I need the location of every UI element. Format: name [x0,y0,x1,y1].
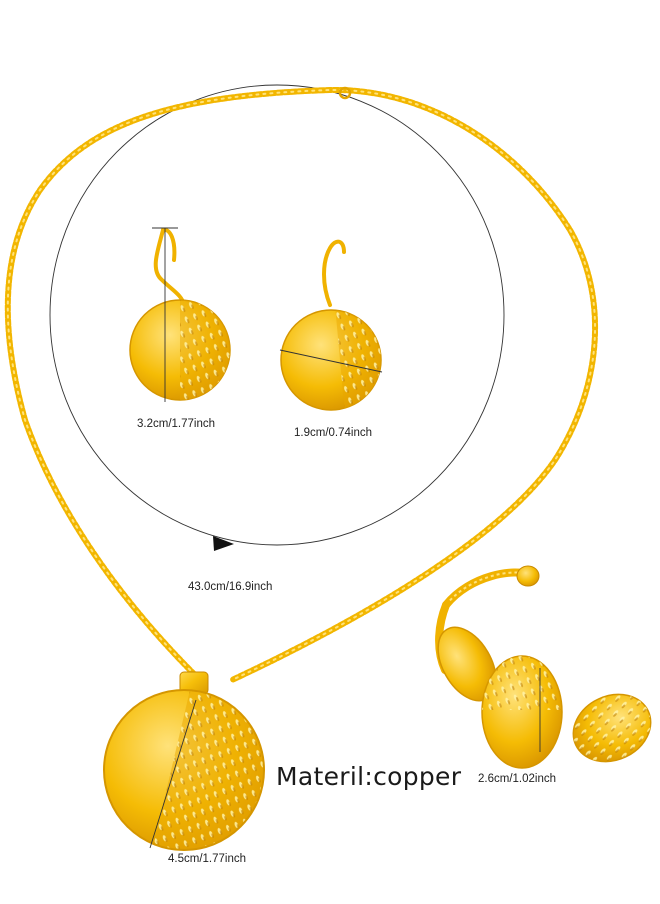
hook-earring-left [129,227,231,402]
hook-earring-right [279,239,383,411]
measurement-circle [49,84,505,551]
earring-height-label: 3.2cm/1.77inch [137,418,215,430]
chain-length-label: 43.0cm/16.9inch [188,581,273,593]
bangle-bracelet [435,565,652,769]
earring-diameter-label: 1.9cm/0.74inch [294,427,372,439]
necklace-chain [4,86,599,683]
pendant [103,671,265,851]
bangle-width-label: 2.6cm/1.02inch [478,773,556,785]
pendant-diameter-label: 4.5cm/1.77inch [168,853,246,865]
material-label: Materil:copper [276,762,462,791]
arrow-icon [213,536,234,551]
